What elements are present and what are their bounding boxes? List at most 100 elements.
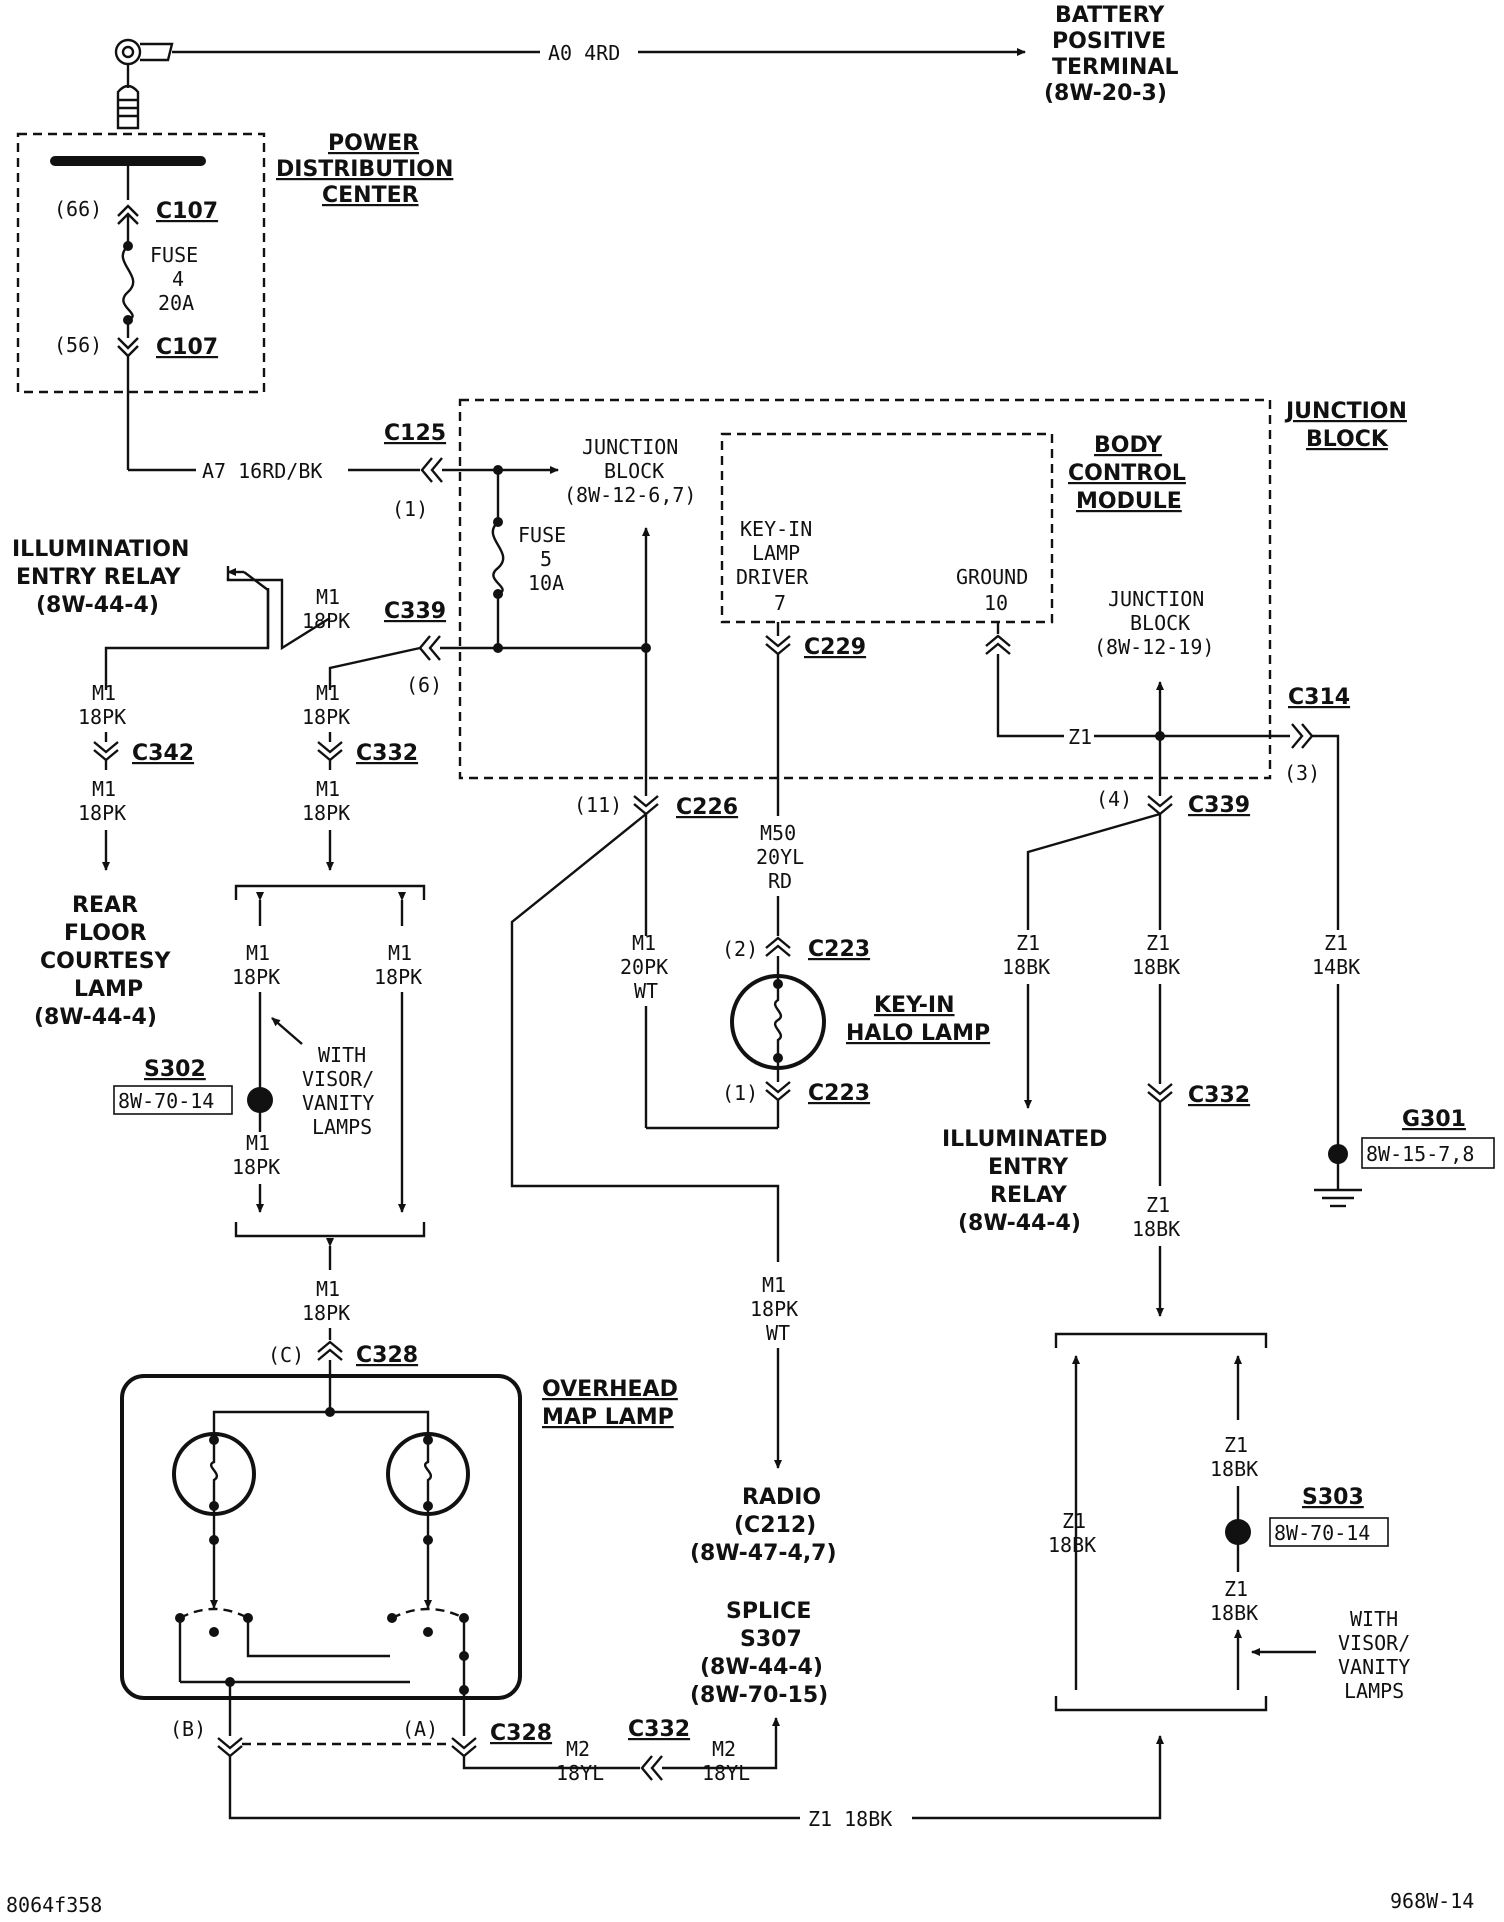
wire-z1-s303-gauge-1: 18BK [1210, 1457, 1258, 1481]
illum-relay-top-ref: (8W-44-4) [36, 593, 159, 618]
c314-label: C314 [1288, 685, 1350, 710]
s303-splice-icon [1225, 1519, 1251, 1545]
wire-z1-g301-label: Z1 [1324, 931, 1348, 955]
g301-splice-icon [1328, 1144, 1348, 1164]
with-visor-left-4: LAMPS [312, 1115, 372, 1139]
c107-pin-56: (56) [54, 333, 102, 357]
c226-pin: (11) [574, 793, 622, 817]
with-visor-right-4: LAMPS [1344, 1679, 1404, 1703]
c339-top-label: C339 [384, 599, 446, 624]
wire-z1-g301-gauge: 14BK [1312, 955, 1360, 979]
jb-right-label-1: JUNCTION [1108, 587, 1204, 611]
illum-relay-bot-ref: (8W-44-4) [958, 1211, 1081, 1236]
illum-relay-top-label-1: ILLUMINATION [12, 537, 189, 562]
c332-top-label: C332 [356, 741, 418, 766]
c125-pin: (1) [392, 497, 428, 521]
c332-m2-label: C332 [628, 1717, 690, 1742]
junction-block-outline [458, 398, 1272, 780]
c314-pin: (3) [1284, 761, 1320, 785]
wire-m1-overhead-gauge: 18PK [302, 1301, 350, 1325]
c314-connector-icon [1291, 723, 1314, 749]
wire-m1-c332-label-2: M1 [316, 777, 340, 801]
with-visor-left-1: WITH [318, 1043, 366, 1067]
rear-floor-label-3: COURTESY [40, 949, 172, 974]
s303-bracket-top [1054, 1332, 1268, 1348]
wire-m1-20pk-gauge: 20PK [620, 955, 668, 979]
wire-m1-direct-label: M1 [388, 941, 412, 965]
fuse-4-label-3: 20A [158, 291, 194, 315]
bcm-ground-connector-icon [985, 634, 1011, 655]
c339-pin6-connector-icon [418, 635, 441, 661]
bcm-keyin-pin: 7 [774, 591, 786, 615]
splice-ref-2: (8W-70-15) [690, 1683, 828, 1708]
c226-label: C226 [676, 795, 738, 820]
illum-relay-bot-label-2: ENTRY [988, 1155, 1069, 1180]
bcm-label-2: CONTROL [1068, 461, 1186, 486]
pdc-label-3: CENTER [322, 183, 419, 208]
battery-label-1: BATTERY [1055, 3, 1165, 28]
c229-label: C229 [804, 635, 866, 660]
c339-pin4-connector-icon [1147, 795, 1173, 816]
bcm-label-3: MODULE [1076, 489, 1182, 514]
fuse-5-label-1: FUSE [518, 523, 566, 547]
c328-pinB-connector-icon [217, 1737, 243, 1758]
c223-pin2: (2) [722, 937, 758, 961]
jb-top-label-1: JUNCTION [582, 435, 678, 459]
rear-floor-ref: (8W-44-4) [34, 1005, 157, 1030]
wire-m1-radio-color: WT [766, 1321, 790, 1345]
wire-m50-gauge: 20YL [756, 845, 804, 869]
wire-m2-right-gauge: 18YL [702, 1761, 750, 1785]
wire-m1-rear-gauge-1: 18PK [78, 705, 126, 729]
c328-pinA-connector-icon [451, 1737, 477, 1758]
s303-bracket-bottom [1054, 1696, 1268, 1712]
wire-m2-left-label: M2 [566, 1737, 590, 1761]
wire-z1-bottom-label: Z1 18BK [808, 1807, 892, 1831]
with-visor-left-3: VANITY [302, 1091, 374, 1115]
battery-label-2: POSITIVE [1052, 29, 1166, 54]
illum-relay-bot-label-3: RELAY [990, 1183, 1068, 1208]
halo-lamp-icon [730, 974, 826, 1070]
wire-z1-rightgroup-label: Z1 [1062, 1509, 1086, 1533]
wire-m1-rear-label-1: M1 [92, 681, 116, 705]
wire-m1-20pk-color: WT [634, 979, 658, 1003]
g301-ref-box [1361, 1137, 1495, 1169]
with-visor-right-2: VISOR/ [1338, 1631, 1410, 1655]
c339-bottom-label: C339 [1188, 793, 1250, 818]
c107-top-label: C107 [156, 199, 218, 224]
c223-pin2-connector-icon [765, 936, 791, 957]
bcm-ground-label: GROUND [956, 565, 1028, 589]
bcm-keyin-label-3: DRIVER [736, 565, 809, 589]
wire-m2-left-gauge: 18YL [556, 1761, 604, 1785]
map-lamp-right-icon [386, 1432, 470, 1516]
splice-ref-1: (8W-44-4) [700, 1655, 823, 1680]
splice-label-1: SPLICE [726, 1599, 811, 1624]
splice-label-2: S307 [740, 1627, 802, 1652]
map-lamp-left-icon [172, 1432, 256, 1516]
wire-z1-s303-label-2: Z1 [1224, 1577, 1248, 1601]
wire-m1-s302-label-2: M1 [246, 1131, 270, 1155]
jb-top-label-2: BLOCK [604, 459, 664, 483]
c328-pinC: (C) [268, 1343, 304, 1367]
wire-z1-relay-gauge: 18BK [1002, 955, 1050, 979]
c342-label: C342 [132, 741, 194, 766]
wire-m1-s302-label-1: M1 [246, 941, 270, 965]
c223-bottom-label: C223 [808, 1081, 870, 1106]
battery-ref: (8W-20-3) [1044, 81, 1167, 106]
wire-m2-right-label: M2 [712, 1737, 736, 1761]
c332-right-connector-icon [1147, 1083, 1173, 1104]
fuse-5-label-3: 10A [528, 571, 564, 595]
radio-label-2: (C212) [734, 1513, 816, 1538]
c223-top-label: C223 [808, 937, 870, 962]
visor-bracket-top [234, 884, 426, 900]
illum-relay-top-label-2: ENTRY RELAY [16, 565, 182, 590]
c328-bottom-label: C328 [490, 1721, 552, 1746]
c332-right-label: C332 [1188, 1083, 1250, 1108]
wire-m1-radio-label: M1 [762, 1273, 786, 1297]
pdc-label-1: POWER [328, 131, 419, 156]
overhead-map-lamp-box [120, 1374, 522, 1700]
wire-m1-c332-label-1: M1 [316, 681, 340, 705]
overhead-label-1: OVERHEAD [542, 1377, 678, 1402]
bcm-label-1: BODY [1094, 433, 1163, 458]
c125-label: C125 [384, 421, 446, 446]
